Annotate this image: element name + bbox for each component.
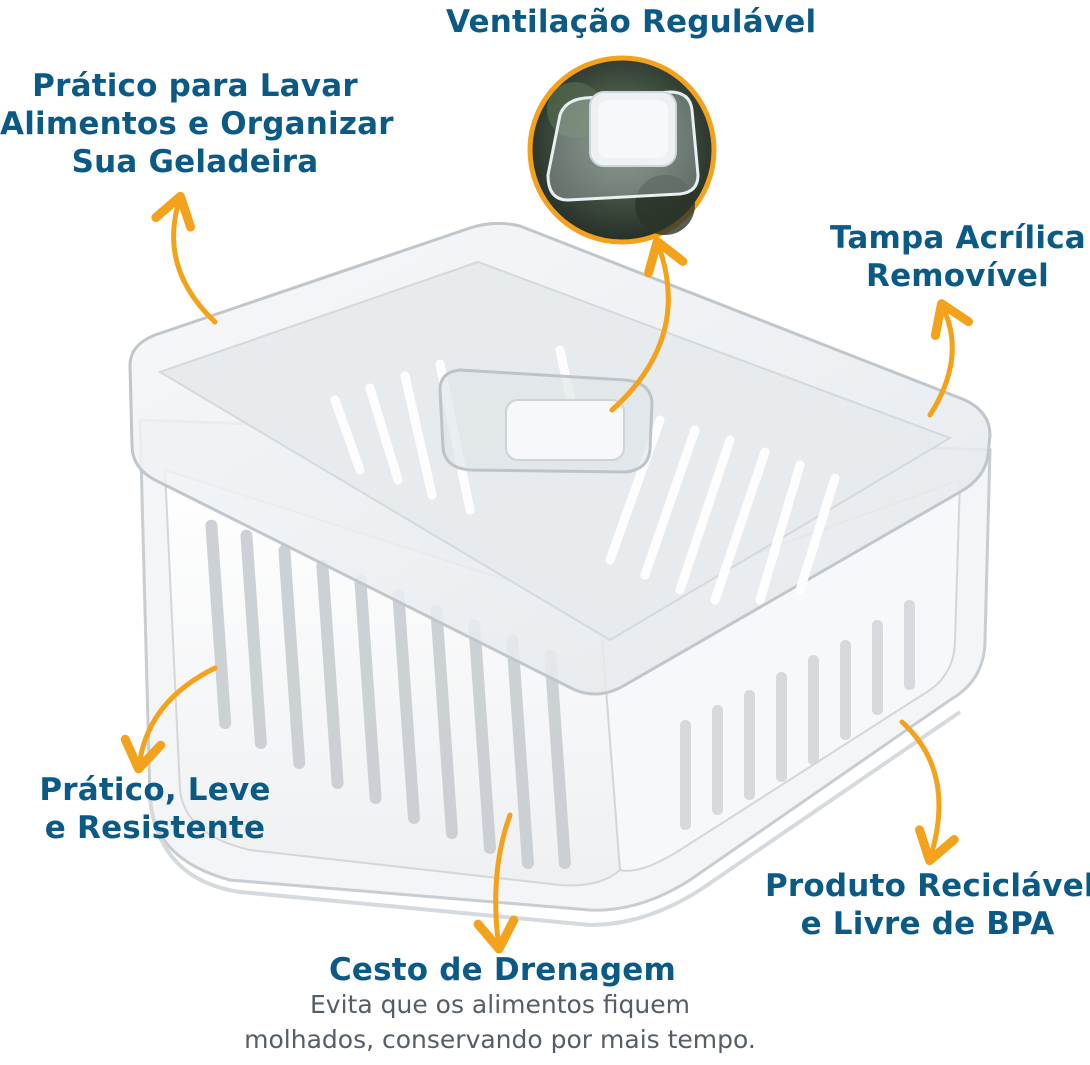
drainage-desc-line2: molhados, conservando por mais tempo. bbox=[244, 1024, 756, 1054]
arrow-drainage bbox=[473, 812, 519, 954]
label-wash-line1: Prático para Lavar bbox=[32, 68, 358, 104]
callout-arrows bbox=[120, 191, 974, 954]
label-lid-line1: Tampa Acrílica bbox=[830, 220, 1086, 256]
vent-zoom-circle bbox=[527, 55, 717, 245]
arrow-light bbox=[120, 665, 218, 774]
label-drainage-title: Cesto de Drenagem bbox=[328, 952, 677, 988]
label-wash-organize: Prático para Lavar Alimentos e Organizar… bbox=[0, 68, 394, 181]
label-light-line1: Prático, Leve bbox=[39, 772, 271, 808]
arrow-lid bbox=[927, 299, 974, 418]
label-acrylic-lid: Tampa Acrílica Removível bbox=[830, 220, 1086, 296]
label-light-resistant: Prático, Leve e Resistente bbox=[35, 772, 275, 848]
label-ventilation: Ventilação Regulável bbox=[446, 4, 817, 40]
label-recyclable-bpa: Produto Reciclável e Livre de BPA bbox=[765, 868, 1090, 944]
label-recycle-line2: e Livre de BPA bbox=[800, 905, 1055, 942]
label-lid-line2: Removível bbox=[866, 257, 1049, 294]
acrylic-lid bbox=[128, 221, 992, 696]
label-recycle-line1: Produto Reciclável bbox=[765, 868, 1090, 904]
label-wash-line3: Sua Geladeira bbox=[71, 143, 319, 180]
arrow-recycle bbox=[899, 719, 959, 866]
lid-vent bbox=[438, 368, 654, 474]
arrow-wash bbox=[151, 191, 218, 325]
label-wash-line2: Alimentos e Organizar bbox=[0, 105, 394, 142]
label-light-line2: e Resistente bbox=[44, 809, 266, 846]
arrow-vent bbox=[609, 236, 688, 413]
drainage-desc-line1: Evita que os alimentos fiquem bbox=[310, 990, 690, 1019]
label-drainage-desc: Evita que os alimentos fiquem molhados, … bbox=[180, 988, 820, 1057]
